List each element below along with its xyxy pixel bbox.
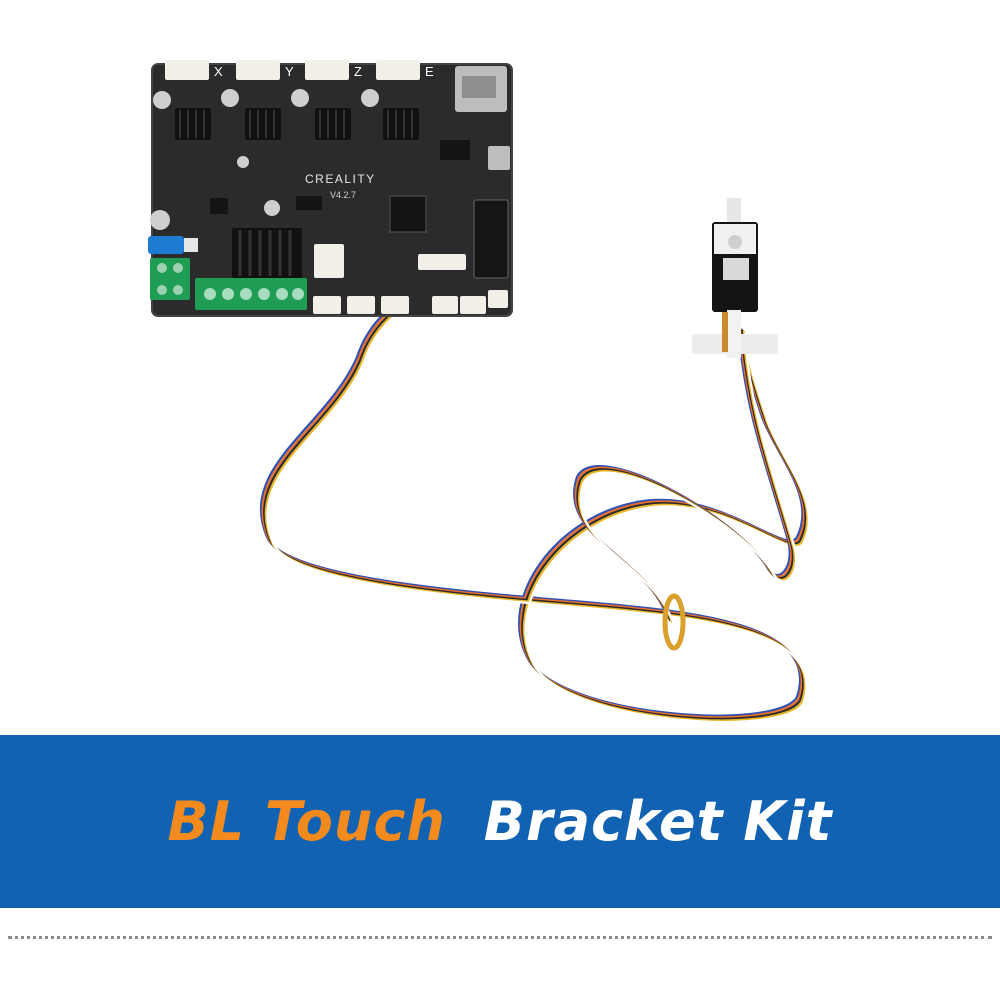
cable-strand <box>576 339 795 622</box>
probe-header <box>418 254 466 270</box>
cable-strand <box>263 261 807 720</box>
power-terminal <box>150 258 190 300</box>
banner-title-secondary: Bracket Kit <box>483 790 833 853</box>
product-photo: X Y Z E <box>148 60 810 724</box>
cable-strand <box>573 335 791 619</box>
axis-label-x: X <box>214 64 223 79</box>
axis-label-y: Y <box>285 64 294 79</box>
sensor-cable <box>259 257 810 724</box>
bl-touch-sensor <box>692 198 778 358</box>
cable-strand <box>264 262 809 722</box>
axis-label-z: Z <box>354 64 362 79</box>
cable-tie <box>662 593 686 651</box>
capacitors <box>150 89 379 230</box>
fuse <box>148 236 184 254</box>
usb-port <box>488 146 510 170</box>
board-version: V4.2.7 <box>330 190 356 200</box>
cable-strand <box>261 259 806 719</box>
stepper-driver-heatsinks <box>175 108 419 140</box>
expansion-header <box>473 199 509 279</box>
bottom-connectors <box>313 244 508 314</box>
title-banner: BL Touch Bracket Kit <box>0 735 1000 908</box>
controller-board: X Y Z E <box>148 60 513 317</box>
mcu-chip <box>389 195 427 233</box>
axis-label-e: E <box>425 64 434 79</box>
cable-strand <box>259 257 804 717</box>
cable-strand <box>579 342 798 625</box>
cable-strand <box>574 337 793 620</box>
cable-strand <box>266 264 810 724</box>
dotted-divider <box>8 936 992 939</box>
axis-connectors <box>165 60 420 80</box>
board-brand: CREALITY <box>305 172 376 186</box>
banner-title-primary: BL Touch <box>167 790 446 853</box>
cable-strand <box>578 340 796 623</box>
